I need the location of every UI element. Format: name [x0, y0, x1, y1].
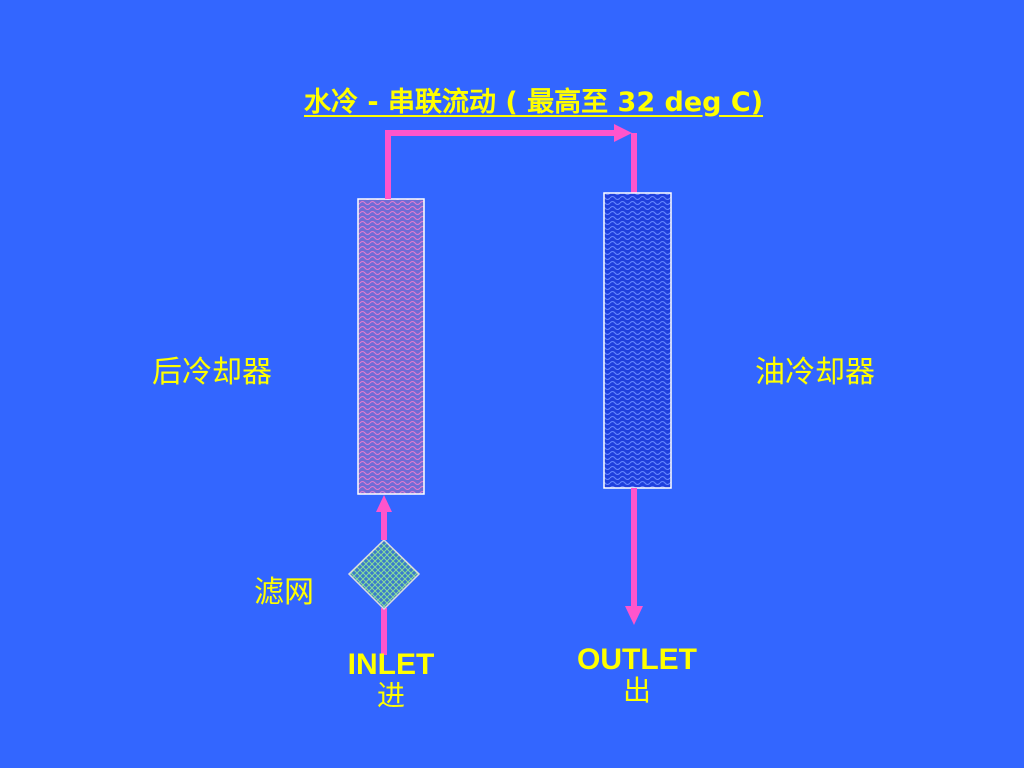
arrow-into-aftercooler	[376, 495, 392, 512]
diagram-title: 水冷 - 串联流动 ( 最高至 32 deg C)	[304, 87, 764, 118]
oil-cooler	[603, 192, 672, 489]
oil-cooler-label: 油冷却器	[755, 355, 875, 390]
outlet-label-cn: 出	[622, 674, 651, 707]
aftercooler	[357, 198, 425, 495]
inlet-label-cn: 进	[376, 679, 405, 712]
series-connection-pipe	[385, 130, 624, 199]
outlet-label: OUTLET 出	[565, 643, 709, 707]
arrow-outlet	[625, 606, 643, 625]
arrow-right-top	[614, 124, 632, 142]
outlet-label-en: OUTLET	[577, 643, 697, 676]
filter-label: 滤网	[254, 575, 314, 610]
inlet-label-en: INLET	[347, 648, 435, 681]
inlet-label: INLET 进	[336, 648, 446, 712]
filter-screen	[347, 538, 421, 611]
aftercooler-label: 后冷却器	[152, 355, 272, 390]
